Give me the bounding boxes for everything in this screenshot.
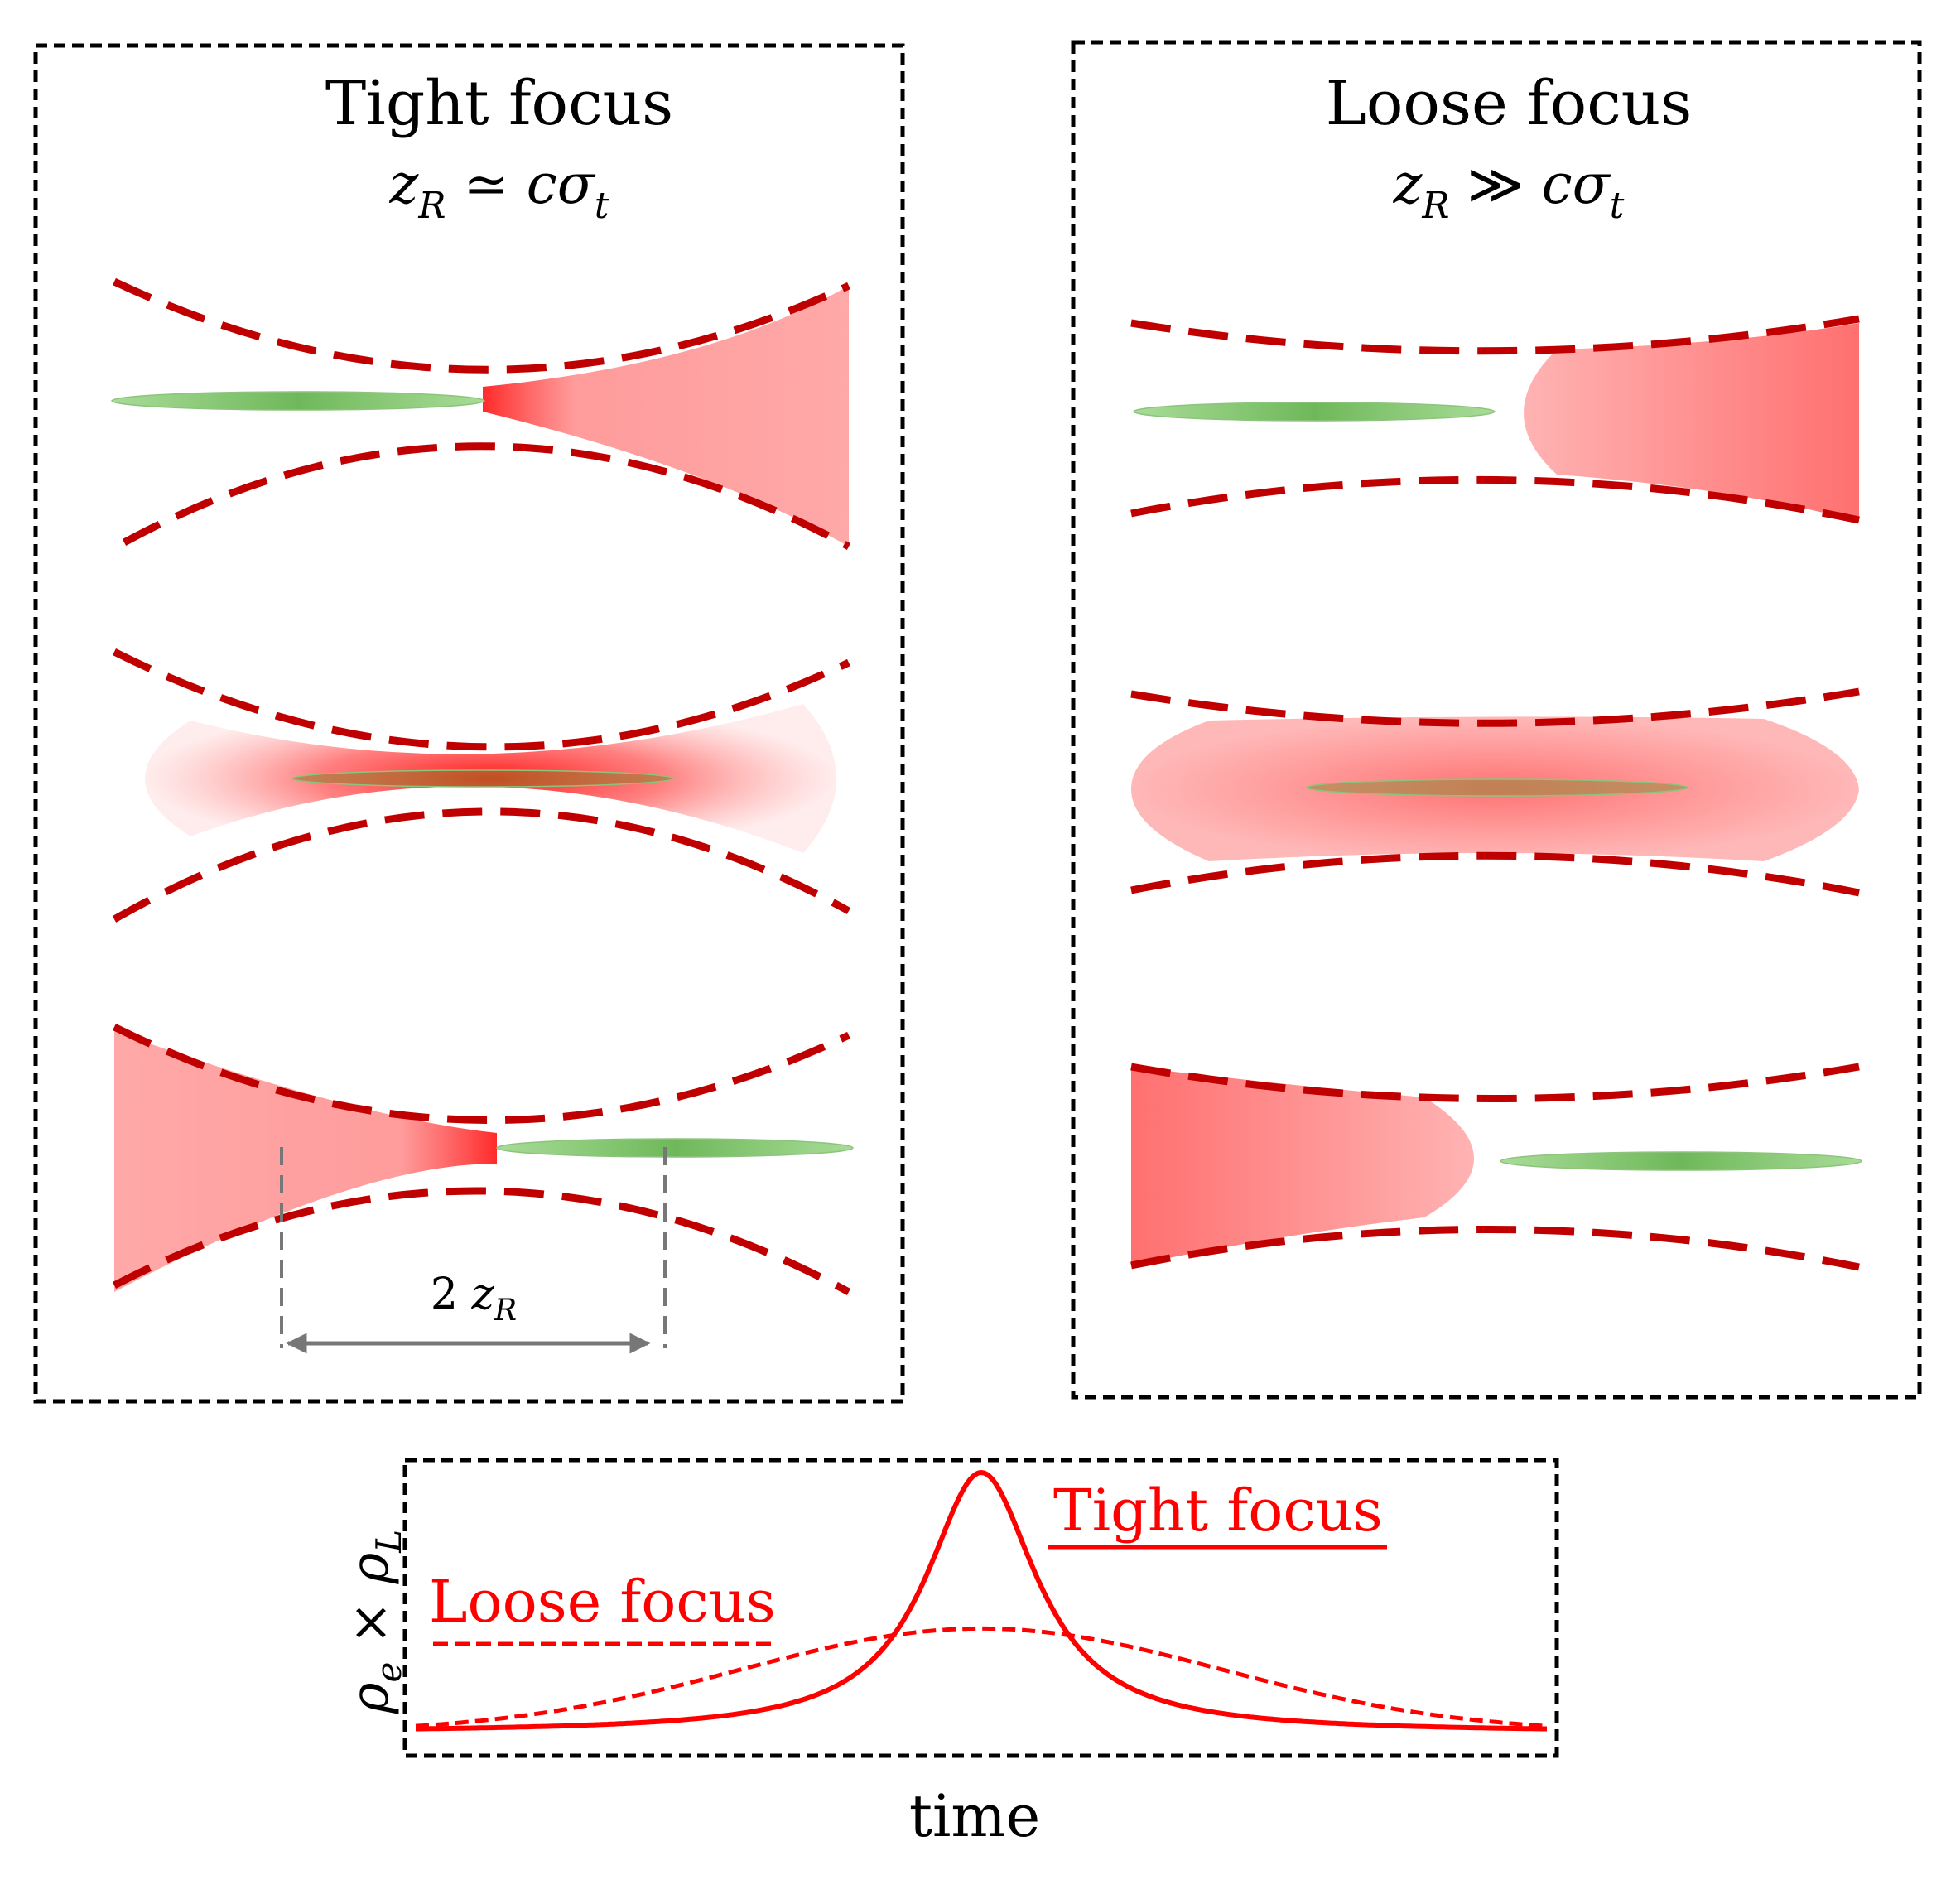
beam-envelope-lower	[1130, 475, 1860, 524]
tight-panel-condition: zR ≃ cσt	[389, 152, 609, 227]
loose-row-at-focus	[1130, 687, 1860, 897]
tight-row-at-focus	[112, 648, 851, 923]
loose-row-before-focus	[1130, 315, 1860, 524]
electron-bunch	[1500, 1151, 1862, 1171]
electron-bunch	[1306, 778, 1688, 797]
beam-envelope-lower	[122, 442, 851, 550]
chart-y-label: ρe × ρL	[340, 1530, 409, 1714]
beam-envelope-lower	[1130, 1226, 1860, 1271]
loose-focus-curve	[415, 1626, 1548, 1728]
beam-envelope-upper	[1130, 687, 1860, 727]
tight-focus-panel: Tight focus zR ≃ cσt 2 zR	[33, 43, 905, 1404]
loose-row-after-focus	[1130, 1063, 1862, 1271]
loose-focus-panel: Loose focus zR ≫ cσt	[1071, 40, 1922, 1400]
beam-envelope-lower	[1130, 851, 1860, 897]
chart-frame	[402, 1458, 1559, 1758]
laser-pulse	[1131, 1067, 1474, 1265]
electron-bunch	[291, 769, 674, 788]
tight-row-after-focus: 2 zR	[112, 1023, 854, 1354]
electron-bunch	[1133, 402, 1496, 422]
beam-envelope-upper	[112, 648, 850, 751]
legend-label-loose: Loose focus	[429, 1568, 776, 1636]
tight-row-before-focus	[111, 277, 851, 550]
beam-envelope-upper	[1130, 315, 1860, 355]
laser-pulse	[1524, 323, 1859, 522]
laser-pulse	[114, 1031, 497, 1292]
tight-focus-curve	[416, 1469, 1547, 1732]
beam-envelope-upper	[113, 1023, 850, 1125]
electron-bunch	[496, 1138, 854, 1158]
rayleigh-span-label: 2 zR	[431, 1270, 517, 1328]
loose-panel-frame	[1071, 40, 1922, 1400]
beam-envelope-lower	[112, 1187, 851, 1295]
beam-envelope-upper	[1130, 1063, 1860, 1102]
chart-x-label: time	[909, 1782, 1040, 1850]
beam-envelope-upper	[113, 277, 850, 374]
loose-panel-condition: zR ≫ cσt	[1393, 152, 1625, 227]
overlap-chart: Tight focus Loose focus ρe × ρL time	[340, 1458, 1559, 1850]
tight-panel-title: Tight focus	[325, 68, 673, 139]
electron-bunch	[111, 391, 485, 411]
loose-panel-title: Loose focus	[1326, 68, 1693, 139]
laser-pulse	[483, 286, 849, 547]
legend-label-tight: Tight focus	[1053, 1477, 1383, 1545]
beam-envelope-lower	[112, 807, 851, 923]
